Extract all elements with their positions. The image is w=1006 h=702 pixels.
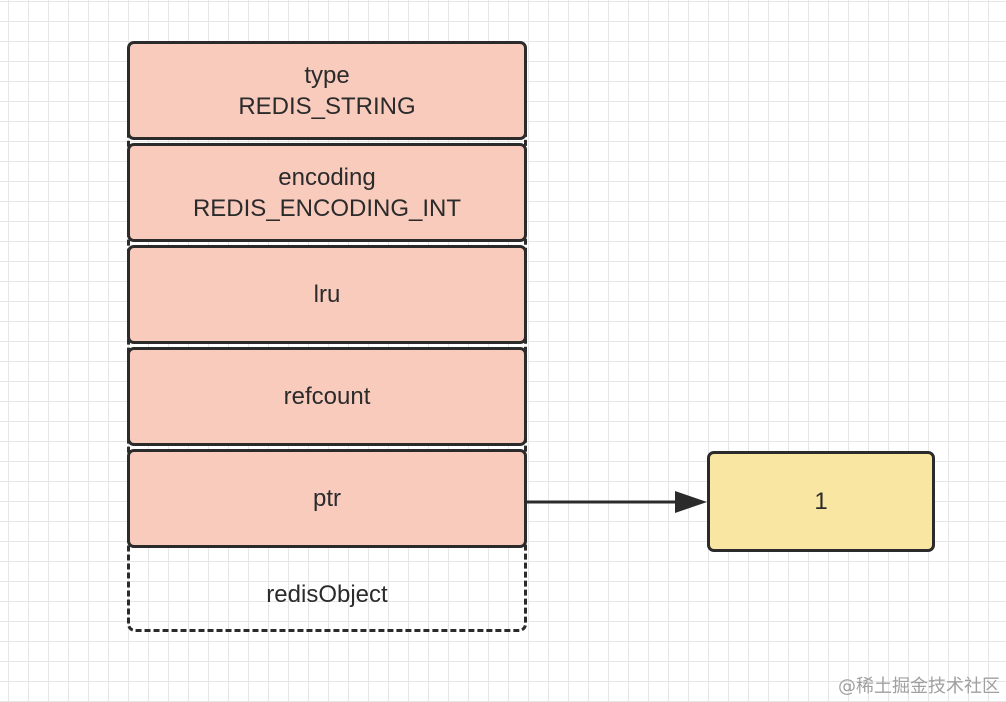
- field-lru: lru: [127, 245, 527, 344]
- ptr-arrowhead: [675, 491, 707, 513]
- pointed-value-box: 1: [707, 451, 935, 552]
- field-refcount: refcount: [127, 347, 527, 446]
- field-type-name: type: [304, 61, 350, 89]
- field-encoding-value: REDIS_ENCODING_INT: [192, 194, 462, 222]
- watermark: @稀土掘金技术社区: [838, 676, 1000, 697]
- field-lru-name: lru: [313, 281, 341, 308]
- field-refcount-name: refcount: [283, 383, 371, 410]
- field-encoding-name: encoding: [278, 163, 376, 191]
- field-type: type REDIS_STRING: [127, 41, 527, 140]
- field-encoding: encoding REDIS_ENCODING_INT: [127, 143, 527, 242]
- pointed-value: 1: [814, 487, 828, 515]
- field-type-value: REDIS_STRING: [238, 92, 416, 120]
- field-ptr: ptr: [127, 449, 527, 548]
- redis-object-label: redisObject: [266, 581, 388, 608]
- field-ptr-name: ptr: [312, 485, 341, 512]
